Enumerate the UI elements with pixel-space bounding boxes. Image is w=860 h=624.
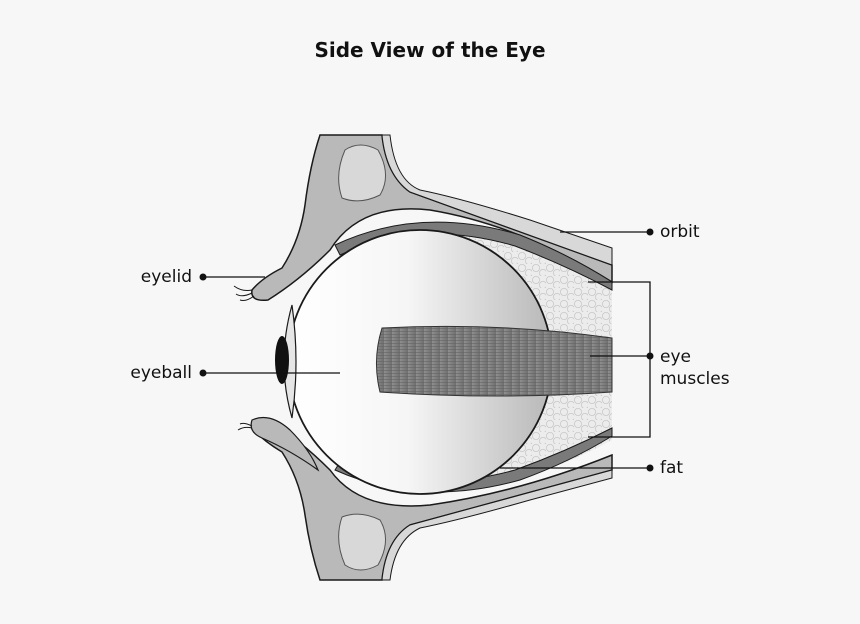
label-eye-muscles-line2: muscles [660,369,730,389]
leader-dots [199,228,654,472]
eye-muscle [375,325,613,397]
eyelashes-icon [233,285,255,431]
label-orbit: orbit [660,222,700,242]
fat-tissue [420,225,612,495]
orbit-bone-lower [251,418,613,581]
pupil [275,336,289,384]
label-eyelid: eyelid [140,267,192,287]
label-eyeball: eyeball [130,363,192,383]
eyelid-lower [250,417,320,472]
label-eye-muscles-line1: eye [660,347,691,367]
diagram-title: Side View of the Eye [314,38,546,62]
label-fat: fat [660,458,684,478]
orbit-bone-upper [251,134,613,302]
